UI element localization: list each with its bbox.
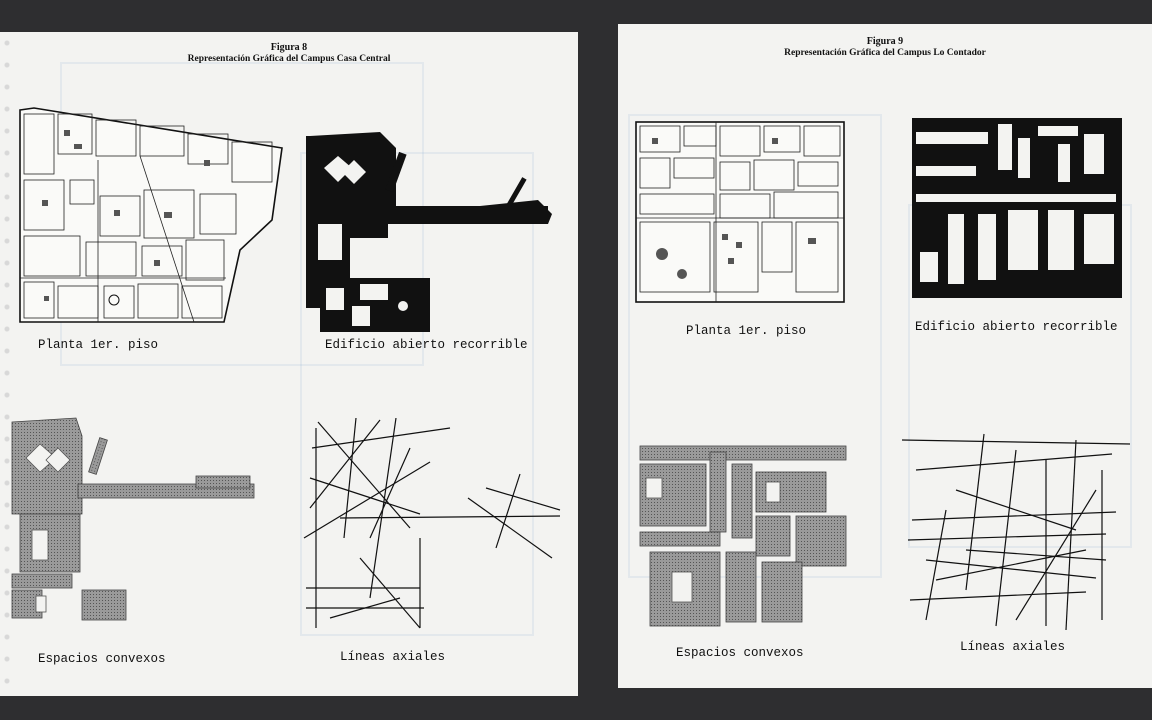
caption-convex-spaces: Espacios convexos xyxy=(38,652,166,666)
figure-number: Figura 9 xyxy=(866,36,904,47)
caption-open-building: Edificio abierto recorrible xyxy=(915,320,1118,334)
caption-plan: Planta 1er. piso xyxy=(38,338,159,352)
convex-spaces-drawing xyxy=(6,414,266,624)
convex-spaces-drawing xyxy=(636,442,852,638)
axial-lines-drawing xyxy=(300,418,570,638)
figure-title: Representación Gráfica del Campus Lo Con… xyxy=(784,48,986,58)
figure-number: Figura 8 xyxy=(270,42,308,53)
caption-convex-spaces: Espacios convexos xyxy=(676,646,804,660)
figure-title: Representación Gráfica del Campus Casa C… xyxy=(187,54,391,64)
floor-plan-drawing xyxy=(632,118,848,314)
caption-plan: Planta 1er. piso xyxy=(686,324,807,338)
binding-holes xyxy=(2,32,12,696)
show-through-mark xyxy=(300,152,534,636)
caption-open-building: Edificio abierto recorrible xyxy=(325,338,528,352)
document-page-figure-8: Figura 8 Representación Gráfica del Camp… xyxy=(0,32,578,696)
open-building-drawing xyxy=(908,114,1128,310)
axial-lines-drawing xyxy=(896,430,1136,640)
open-building-drawing xyxy=(300,128,560,338)
caption-axial-lines: Líneas axiales xyxy=(340,650,446,664)
document-page-figure-9: Figura 9 Representación Gráfica del Camp… xyxy=(618,24,1152,688)
floor-plan-drawing xyxy=(14,100,286,340)
caption-axial-lines: Líneas axiales xyxy=(960,640,1066,654)
